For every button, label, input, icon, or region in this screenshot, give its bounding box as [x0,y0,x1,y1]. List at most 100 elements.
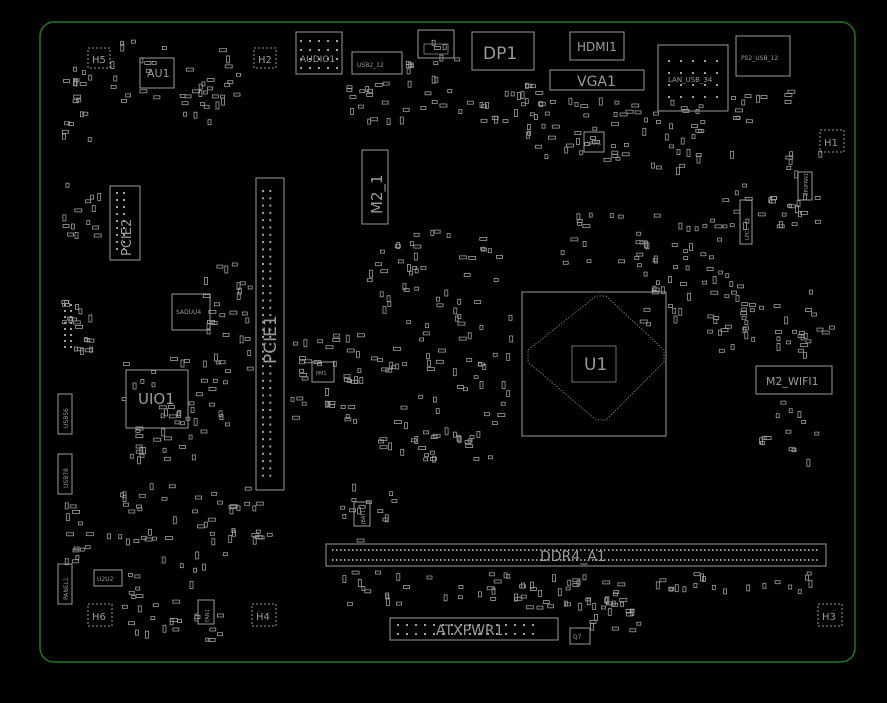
vrm-chip: VRM1 [583,131,605,153]
smd-pad [73,546,80,551]
smd-pad [592,603,597,610]
smd-pad [439,54,444,62]
smd-pad [787,203,792,208]
smd-pad [676,149,681,156]
smd-pad [356,538,365,543]
smd-pad [385,368,393,373]
pcie1-pin [262,204,264,207]
mount-hole-h6: H6 [87,603,113,627]
smd-pad [759,305,764,310]
smd-pad [118,534,123,540]
pcie1-pin [262,219,264,222]
smd-pad [213,302,220,307]
uio1-chip: UIO1 [125,369,189,429]
smd-pad [760,95,768,99]
smd-pad [509,335,514,343]
smd-pad [611,626,619,631]
pcie1-pin [269,387,272,390]
smd-pad [349,508,357,513]
smd-pad [332,337,341,342]
smd-pad [222,552,228,557]
smd-pad [252,536,257,545]
smd-pad [801,420,806,424]
smd-pad [583,113,590,118]
smd-pad [686,148,691,157]
smd-pad [191,454,196,461]
header-pin [64,334,66,336]
smd-pad [177,409,182,418]
smd-pad [759,437,763,445]
smd-pad [613,112,618,117]
smd-pad [299,373,308,378]
audio-pin [327,67,329,69]
smd-pad [406,320,412,325]
smd-pad [402,107,410,112]
smd-pad [63,79,70,83]
smd-pad [72,509,80,514]
smd-pad [184,94,192,99]
smd-pad [457,314,462,319]
smd-pad [151,370,157,374]
smd-pad [239,281,246,286]
m2-1-slot-label: M2_1 [368,174,387,214]
smd-pad [195,551,200,560]
smd-pad [463,387,468,392]
smd-pad [192,89,201,94]
smd-pad [393,420,402,424]
smd-pad [215,101,220,110]
atx-pin [415,624,417,626]
smd-pad [731,96,736,100]
smd-pad [578,602,583,611]
smd-pad [447,89,453,93]
smd-pad [211,94,219,99]
atx-pin [532,633,534,635]
pcie1-pin [269,357,272,360]
smd-pad [168,414,177,419]
smd-pad [495,254,503,259]
smd-pad [168,405,175,409]
smd-pad [359,89,366,94]
smd-pad [527,124,531,130]
smd-pad [64,121,70,126]
smd-pad [547,604,554,609]
smd-pad [139,57,144,64]
smd-pad [805,574,809,581]
smd-pad [152,536,157,541]
dp-connector: DP1 [471,31,535,71]
pcie2-pin [123,199,125,201]
smd-pad [332,333,340,338]
smd-pad [611,602,618,607]
smd-pad [180,359,185,368]
smd-pad [196,524,205,529]
lan-usb-pin [716,72,718,74]
smd-pad [400,405,408,410]
smd-pad [379,249,385,254]
smd-pad [713,318,718,324]
smd-pad [537,101,546,106]
smd-pad [210,321,218,325]
smd-pad [432,396,437,403]
smd-pad [530,84,536,89]
smd-pad [434,76,439,83]
smd-pad [544,154,549,160]
smd-pad [79,82,87,86]
atx-pin [433,624,435,626]
smd-pad [84,545,91,550]
smd-pad [808,579,813,588]
pcie1-pin [269,211,272,214]
smd-pad [201,81,206,87]
smd-pad [718,270,724,275]
pcie1-pin [262,445,264,448]
smd-pad [695,109,700,114]
smd-pad [737,284,744,289]
pcie2-pin [123,227,125,229]
smd-pad [686,225,691,232]
smd-pad [251,533,260,537]
smd-pad [439,103,448,108]
smd-pad [743,222,747,231]
smd-pad [219,313,226,318]
smd-pad [444,427,449,436]
pcie2-pin [123,206,125,208]
smd-pad [611,121,619,126]
atx-pin [397,633,399,635]
